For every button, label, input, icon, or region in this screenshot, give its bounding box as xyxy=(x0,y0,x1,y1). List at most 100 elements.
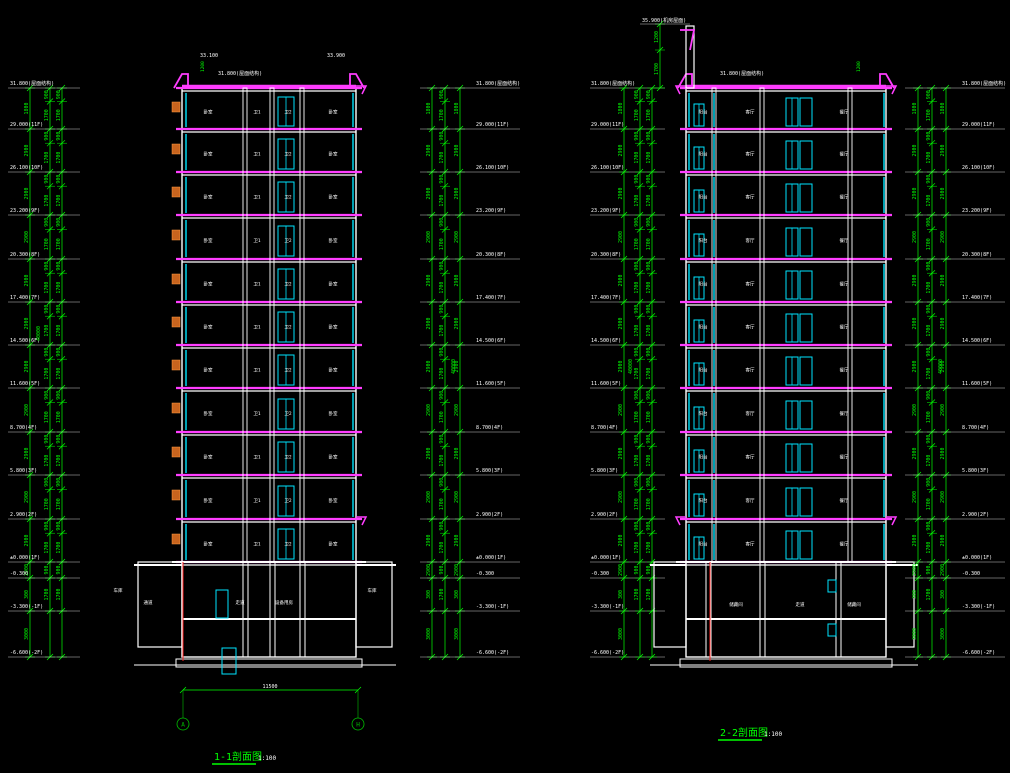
dimension-value: 2900 xyxy=(454,144,460,156)
dimension-value: 2900 xyxy=(912,360,918,372)
machine-room-wall xyxy=(685,25,695,89)
dimension-value: 1800 xyxy=(618,102,624,114)
dimension-value: 2900 xyxy=(618,564,624,576)
structural-column xyxy=(171,273,181,285)
level-label: 17.400(7F) xyxy=(591,295,621,301)
basement-room-label: 设备用房 xyxy=(275,599,293,606)
level-label: 23.200(9F) xyxy=(476,208,506,214)
room-label: 阳台 xyxy=(699,323,708,330)
dimension-value: 2900 xyxy=(912,447,918,459)
room-label: 卫1 xyxy=(253,238,260,244)
dimension-value: 2900 xyxy=(24,404,30,416)
total-height-dimension: 40000 xyxy=(938,359,944,374)
window-frame xyxy=(799,443,813,473)
dimension-value: 2900 xyxy=(24,231,30,243)
section-2-title: 2-2剖面图 xyxy=(720,726,768,739)
dimension-value: 2900 xyxy=(24,534,30,546)
dimension-value: 900 xyxy=(926,522,932,531)
dimension-value: 2900 xyxy=(426,274,432,286)
level-label: 5.800(3F) xyxy=(10,468,37,474)
dimension-value: 1700 xyxy=(654,63,660,75)
dimension-value: 900 xyxy=(634,522,640,531)
room-label: 客厅 xyxy=(746,410,755,417)
room-label: 卫2 xyxy=(284,367,291,373)
level-label: 20.300(8F) xyxy=(962,252,992,258)
dimension-value: 2900 xyxy=(24,564,30,576)
balcony-rail xyxy=(886,85,898,95)
dimension-value: 1700 xyxy=(439,109,445,121)
window-frame xyxy=(799,530,813,560)
dimension-value: 2900 xyxy=(454,317,460,329)
dimension-value: 900 xyxy=(634,262,640,271)
dimension-value: 300 xyxy=(24,590,30,599)
dimension-value: 900 xyxy=(646,218,652,227)
room-label: 客厅 xyxy=(746,237,755,244)
dimension-value: 1800 xyxy=(426,102,432,114)
dimension-value: 1800 xyxy=(912,102,918,114)
dimension-value: 1700 xyxy=(56,109,62,121)
dimension-value: 900 xyxy=(634,565,640,574)
dimension-value: 1700 xyxy=(56,195,62,207)
side-dimension: 1200 xyxy=(856,61,862,72)
dimension-value: 1700 xyxy=(439,455,445,467)
dimension-value: 900 xyxy=(56,478,62,487)
dimension-value: 1700 xyxy=(56,542,62,554)
dimension-value: 1700 xyxy=(634,238,640,250)
basement-door xyxy=(827,579,837,593)
dimension-value: 1700 xyxy=(926,455,932,467)
room-label: 阳台 xyxy=(699,497,708,504)
room-label: 阳台 xyxy=(699,108,708,115)
dimension-value: 1700 xyxy=(926,325,932,337)
level-label: -3.300(-1F) xyxy=(10,604,43,610)
garage-right xyxy=(355,561,393,648)
dimension-value: 1800 xyxy=(454,102,460,114)
dimension-value: 2900 xyxy=(912,144,918,156)
dimension-value: 1700 xyxy=(439,238,445,250)
dimension-value: 1700 xyxy=(44,152,50,164)
dimension-value: 3000 xyxy=(454,628,460,640)
room-label: 卧室 xyxy=(204,497,213,504)
dimension-value: 1700 xyxy=(926,368,932,380)
dimension-value: 900 xyxy=(56,565,62,574)
dimension-value: 1700 xyxy=(634,325,640,337)
dimension-value: 900 xyxy=(634,478,640,487)
balcony-rail xyxy=(356,85,368,95)
dimension-value: 2900 xyxy=(454,534,460,546)
level-label: 14.500(6F) xyxy=(10,338,40,344)
room-label: 餐厅 xyxy=(840,453,849,460)
structural-column xyxy=(171,143,181,155)
window-frame xyxy=(799,487,813,517)
garage-left xyxy=(137,561,183,648)
dimension-value: 1700 xyxy=(439,498,445,510)
room-label: 卧室 xyxy=(204,410,213,417)
dimension-value: 1700 xyxy=(439,542,445,554)
dimension-value: 1700 xyxy=(646,325,652,337)
room-label: 餐厅 xyxy=(840,410,849,417)
balcony-rail xyxy=(886,516,898,526)
level-label: 29.000(11F) xyxy=(10,122,43,128)
level-label: 11.600(5F) xyxy=(10,381,40,387)
basement-room-label: 走道 xyxy=(796,601,805,608)
level-label: 23.200(9F) xyxy=(10,208,40,214)
dimension-value: 2900 xyxy=(454,447,460,459)
dimension-value: 900 xyxy=(634,435,640,444)
dimension-value: 1700 xyxy=(439,282,445,294)
dimension-value: 2900 xyxy=(426,534,432,546)
dimension-value: 1700 xyxy=(634,195,640,207)
dimension-value: 2900 xyxy=(454,491,460,503)
structural-column xyxy=(171,316,181,328)
interior-wall xyxy=(759,87,765,563)
room-label: 客厅 xyxy=(746,280,755,287)
dimension-value: 2900 xyxy=(618,274,624,286)
machine-room-elevation: 35.900(机房屋面) xyxy=(642,17,686,24)
room-label: 卧室 xyxy=(329,323,338,330)
dimension-value: 2900 xyxy=(912,404,918,416)
level-label: 5.800(3F) xyxy=(962,468,989,474)
total-height-dimension: 40000 xyxy=(451,359,457,374)
dimension-value: 1700 xyxy=(634,411,640,423)
room-label: 客厅 xyxy=(746,366,755,373)
dimension-value: 900 xyxy=(44,132,50,141)
room-label: 卫1 xyxy=(253,109,260,115)
dimension-value: 1700 xyxy=(926,195,932,207)
dimension-value: 2900 xyxy=(618,404,624,416)
